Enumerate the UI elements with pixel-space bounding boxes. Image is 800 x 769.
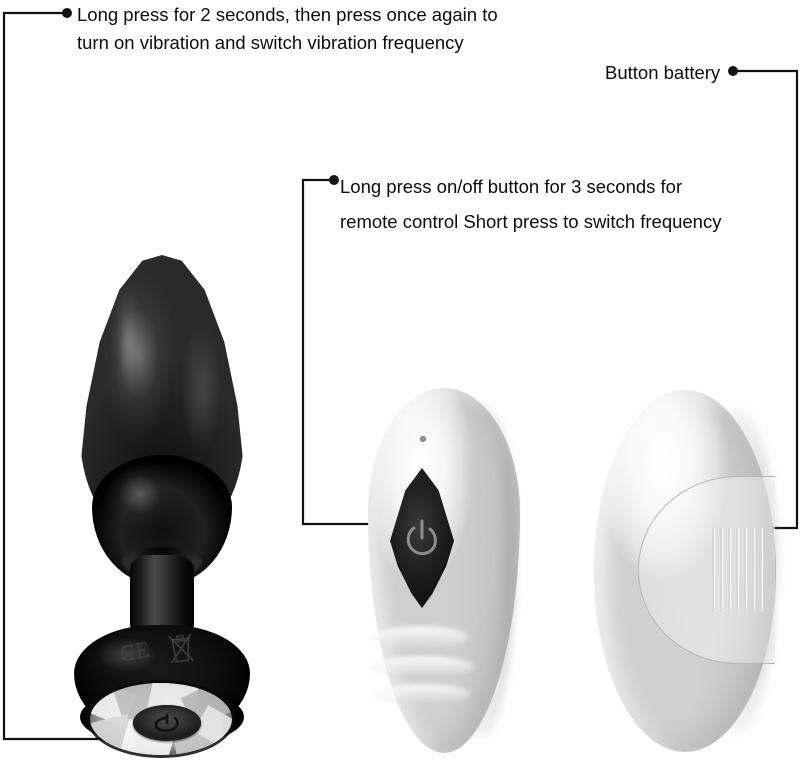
battery-door-grip-ribs [712, 528, 762, 612]
power-icon [154, 713, 179, 732]
product-remote-front [368, 388, 520, 753]
plug-power-button[interactable] [133, 705, 201, 741]
product-plug: CE [52, 255, 272, 755]
leader-line-remote [301, 178, 400, 526]
callout-battery-line-1: Button battery [605, 62, 721, 83]
callout-remote-line-1: Long press on/off button for 3 seconds f… [340, 176, 683, 197]
callout-vibration-line-2: turn on vibration and switch vibration f… [77, 32, 464, 53]
product-remote-back [594, 390, 776, 752]
remote-front-shading [452, 406, 516, 736]
leader-line-battery [734, 69, 799, 530]
leader-dot-vibration [62, 8, 72, 18]
callout-remote: Long press on/off button for 3 seconds f… [340, 169, 721, 239]
weee-bin-icon [168, 633, 195, 664]
callout-remote-line-2: remote control Short press to switch fre… [340, 211, 722, 232]
callout-vibration: Long press for 2 seconds, then press onc… [77, 1, 498, 57]
leader-dot-remote [329, 175, 339, 185]
remote-led-indicator [420, 436, 426, 442]
plug-gloss-highlight [108, 279, 148, 429]
leader-dot-battery [728, 66, 738, 76]
power-icon [406, 519, 437, 556]
callout-vibration-line-1: Long press for 2 seconds, then press onc… [77, 4, 498, 25]
callout-battery: Button battery [605, 60, 720, 86]
leader-line-vibration [2, 11, 150, 741]
